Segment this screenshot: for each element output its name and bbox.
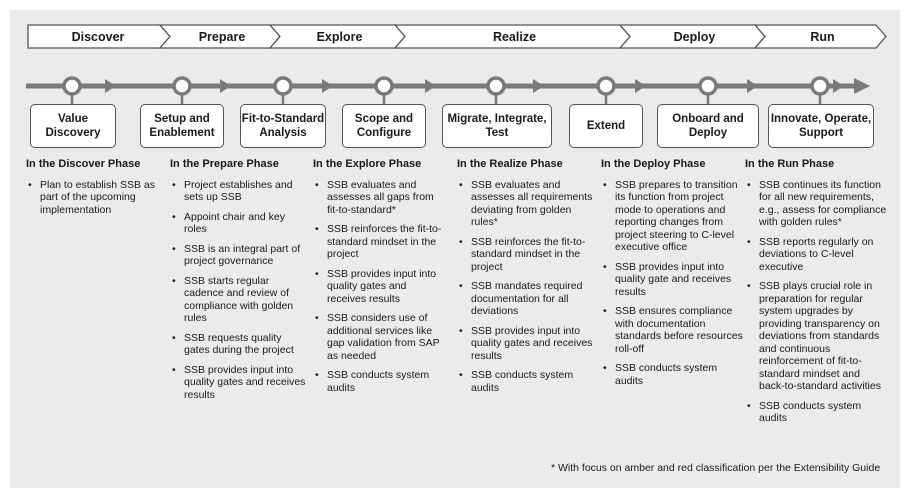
milestone-circle-icon	[273, 76, 293, 96]
timeline	[26, 76, 870, 104]
phase-label-run: Run	[810, 30, 834, 44]
phase-column-title: In the Prepare Phase	[170, 158, 279, 170]
phase-column-in-the-deploy-phase: In the Deploy PhaseSSB prepares to trans…	[601, 158, 743, 394]
timeline-arrow-icon	[635, 79, 646, 93]
bullet-item: SSB continues its function for all new r…	[745, 179, 887, 229]
phase-label-realize: Realize	[493, 30, 536, 44]
milestone-circle-icon	[62, 76, 82, 96]
phase-column-title: In the Explore Phase	[313, 158, 422, 170]
bullet-item: SSB conducts system audits	[745, 400, 887, 425]
bullet-item: SSB provides input into quality gates an…	[457, 325, 593, 363]
milestone-circle-icon	[374, 76, 394, 96]
bullet-item: SSB provides input into quality gate and…	[601, 261, 743, 299]
bullet-item: SSB reinforces the fit-to-standard minds…	[313, 223, 447, 261]
bullet-item: SSB mandates required documentation for …	[457, 280, 593, 318]
milestone-circle-icon	[172, 76, 192, 96]
step-box-setup-and-enablement: Setup and Enablement	[140, 104, 224, 148]
bullet-item: SSB evaluates and assesses all requireme…	[457, 179, 593, 229]
milestone-circle-icon	[486, 76, 506, 96]
phase-label-explore: Explore	[317, 30, 363, 44]
bullet-item: SSB reports regularly on deviations to C…	[745, 236, 887, 274]
step-box-fit-to-standard-analysis: Fit-to-Standard Analysis	[240, 104, 326, 148]
bullet-item: SSB conducts system audits	[457, 369, 593, 394]
bullet-item: SSB prepares to transition its function …	[601, 179, 743, 254]
timeline-arrow-icon	[425, 79, 436, 93]
bullet-item: SSB evaluates and assesses all gaps from…	[313, 179, 447, 217]
step-box-scope-and-configure: Scope and Configure	[342, 104, 426, 148]
timeline-arrow-icon	[220, 79, 231, 93]
timeline-arrow-icon	[533, 79, 544, 93]
phase-chevron-run	[753, 24, 887, 49]
timeline-arrow-icon	[747, 79, 758, 93]
bullet-list: SSB evaluates and assesses all requireme…	[457, 179, 593, 395]
bullet-item: SSB reinforces the fit-to-standard minds…	[457, 236, 593, 274]
phase-column-title: In the Realize Phase	[457, 158, 563, 170]
bullet-item: SSB provides input into quality gates an…	[313, 268, 447, 306]
bullet-item: Appoint chair and key roles	[170, 211, 306, 236]
phase-column-in-the-run-phase: In the Run PhaseSSB continues its functi…	[745, 158, 887, 432]
step-box-migrate-integrate-test: Migrate, Integrate, Test	[442, 104, 552, 148]
bullet-item: SSB requests quality gates during the pr…	[170, 332, 306, 357]
bullet-item: SSB plays crucial role in preparation fo…	[745, 280, 887, 393]
bullet-item: SSB starts regular cadence and review of…	[170, 275, 306, 325]
timeline-end-arrow-icon	[854, 78, 870, 94]
step-box-value-discovery: Value Discovery	[30, 104, 116, 148]
phase-column-title: In the Deploy Phase	[601, 158, 706, 170]
phase-label-prepare: Prepare	[199, 30, 246, 44]
timeline-arrow-icon	[322, 79, 333, 93]
milestone-circle-icon	[596, 76, 616, 96]
bullet-list: Project establishes and sets up SSB Appoi…	[170, 179, 306, 402]
bullet-item: Project establishes and sets up SSB	[170, 179, 306, 204]
timeline-arrow-icon	[105, 79, 116, 93]
bullet-list: SSB continues its function for all new r…	[745, 179, 887, 425]
phase-label-discover: Discover	[72, 30, 125, 44]
phase-column-in-the-explore-phase: In the Explore PhaseSSB evaluates and as…	[313, 158, 447, 401]
phase-column-in-the-realize-phase: In the Realize PhaseSSB evaluates and as…	[457, 158, 593, 401]
phase-column-title: In the Discover Phase	[26, 158, 141, 170]
footnote: * With focus on amber and red classifica…	[551, 462, 881, 474]
step-box-onboard-and-deploy: Onboard and Deploy	[657, 104, 759, 148]
phase-bar: Discover Prepare Explore Realize Deploy Run	[27, 24, 887, 49]
milestone-circle-icon	[698, 76, 718, 96]
phase-column-title: In the Run Phase	[745, 158, 835, 170]
step-box-extend: Extend	[569, 104, 643, 148]
bullet-item: SSB ensures compliance with documentatio…	[601, 305, 743, 355]
bullet-item: SSB is an integral part of project gover…	[170, 243, 306, 268]
bullet-list: Plan to establish SSB as part of the upc…	[26, 179, 158, 217]
timeline-arrow-icon	[833, 79, 844, 93]
phase-column-in-the-prepare-phase: In the Prepare PhaseProject establishes …	[170, 158, 306, 408]
phase-label-deploy: Deploy	[674, 30, 716, 44]
bullet-item: SSB conducts system audits	[601, 362, 743, 387]
bullet-item: Plan to establish SSB as part of the upc…	[26, 179, 158, 217]
phase-column-in-the-discover-phase: In the Discover PhasePlan to establish S…	[26, 158, 158, 223]
bullet-item: SSB conducts system audits	[313, 369, 447, 394]
bullet-list: SSB prepares to transition its function …	[601, 179, 743, 388]
step-box-innovate-operate-support: Innovate, Operate, Support	[768, 104, 874, 148]
bullet-item: SSB provides input into quality gates an…	[170, 364, 306, 402]
milestone-circle-icon	[810, 76, 830, 96]
bullet-list: SSB evaluates and assesses all gaps from…	[313, 179, 447, 395]
bullet-item: SSB considers use of additional services…	[313, 312, 447, 362]
